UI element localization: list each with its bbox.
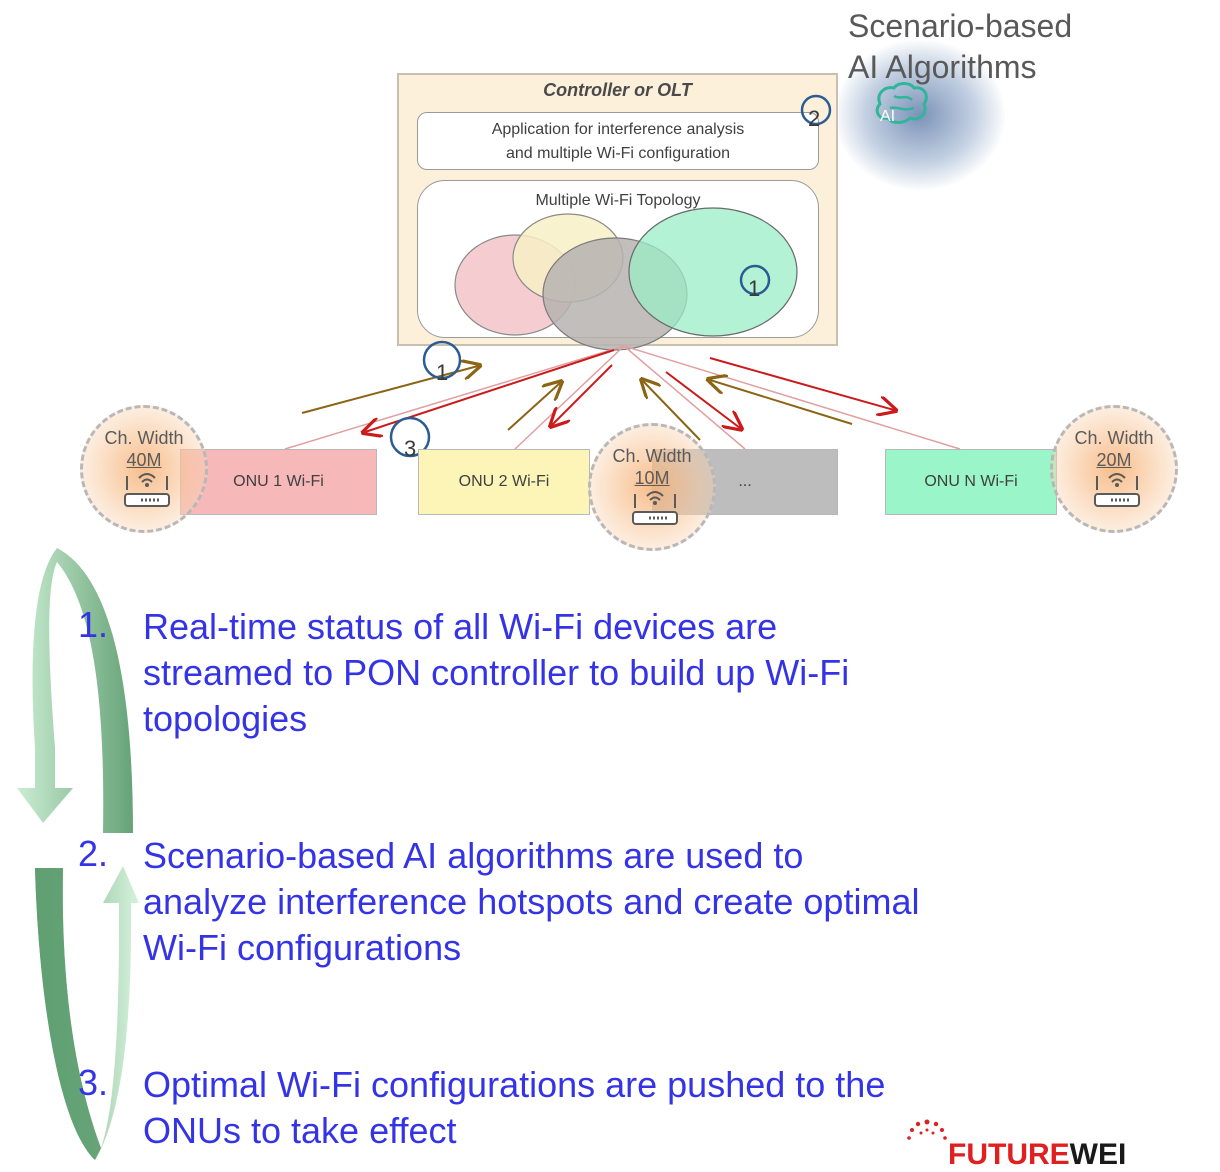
router-icon xyxy=(1094,473,1140,507)
marker-circles xyxy=(389,94,832,458)
step-2-line-3: Wi-Fi configurations xyxy=(143,927,462,968)
step-1-line-3: topologies xyxy=(143,698,308,739)
step-2-line-2: analyze interference hotspots and create… xyxy=(143,881,920,922)
marker-2-label: 2 xyxy=(808,106,821,131)
green-coverage-circle xyxy=(628,207,798,337)
futurewei-logo-mark xyxy=(907,1119,947,1140)
marker-1-arrows-label: 1 xyxy=(436,360,449,385)
upstream-arrows xyxy=(301,366,853,441)
application-line-2: and multiple Wi-Fi configuration xyxy=(505,145,731,162)
marker-circle-3 xyxy=(389,416,431,458)
logo-part-2: WEI xyxy=(1069,1138,1127,1171)
step-2-line-1: Scenario-based AI algorithms are used to xyxy=(143,835,804,876)
channel-badge-10m: Ch. Width 10M xyxy=(588,423,716,551)
step-3-number: 3. xyxy=(78,1062,109,1103)
futurewei-logo-text: FUTUREWEI xyxy=(948,1138,1126,1172)
channel-badge-value: 20M xyxy=(1096,450,1132,470)
ai-icon-text: AI xyxy=(880,108,896,125)
cycle-arrow-top xyxy=(17,548,133,833)
marker-circle-1-topology xyxy=(739,264,771,296)
step-1-line-1: Real-time status of all Wi-Fi devices ar… xyxy=(143,606,778,647)
channel-badge-value: 10M xyxy=(634,468,670,488)
topology-diagram xyxy=(284,94,961,458)
onu-2-box: ONU 2 Wi-Fi xyxy=(418,449,590,515)
step-3-line-1: Optimal Wi-Fi configurations are pushed … xyxy=(143,1064,886,1105)
application-box: Application for interference analysis an… xyxy=(417,112,819,170)
topology-title: Multiple Wi-Fi Topology xyxy=(535,192,701,209)
brain-icon xyxy=(875,82,928,124)
logo-part-1: FUTURE xyxy=(948,1138,1070,1171)
application-line-1: Application for interference analysis xyxy=(491,121,745,138)
step-2-text: Scenario-based AI algorithms are used to… xyxy=(143,833,1203,971)
step-1-line-2: streamed to PON controller to build up W… xyxy=(143,652,850,693)
cycle-arrows xyxy=(17,548,139,1160)
onu-ellipsis-label: ... xyxy=(738,473,752,490)
marker-circle-2 xyxy=(800,94,832,126)
onu-2-label: ONU 2 Wi-Fi xyxy=(458,473,550,490)
onu-1-box: ONU 1 Wi-Fi xyxy=(180,449,377,515)
ai-label-line-2: AI Algorithms xyxy=(848,49,1037,85)
ai-glow xyxy=(835,40,1005,190)
step-1-text: Real-time status of all Wi-Fi devices ar… xyxy=(143,604,1203,742)
marker-circle-1-arrows xyxy=(422,340,462,380)
step-1-number: 1. xyxy=(78,604,109,645)
onu-n-label: ONU N Wi-Fi xyxy=(924,473,1018,490)
channel-badge-40m: Ch. Width 40M xyxy=(80,405,208,533)
router-icon xyxy=(632,491,678,525)
controller-title: Controller or OLT xyxy=(543,80,692,100)
ai-algorithms-label: Scenario-based AI Algorithms xyxy=(848,6,1072,88)
step-3-line-2: ONUs to take effect xyxy=(143,1110,457,1151)
router-icon xyxy=(124,473,170,507)
step-3-text: Optimal Wi-Fi configurations are pushed … xyxy=(143,1062,1203,1154)
ai-label-line-1: Scenario-based xyxy=(848,8,1073,44)
channel-badge-label: Ch. Width xyxy=(1074,428,1154,448)
channel-badge-label: Ch. Width xyxy=(104,428,184,448)
onu-1-label: ONU 1 Wi-Fi xyxy=(233,473,324,490)
channel-badge-20m: Ch. Width 20M xyxy=(1050,405,1178,533)
channel-badge-label: Ch. Width xyxy=(612,446,692,466)
channel-badge-value: 40M xyxy=(126,450,162,470)
marker-3-label: 3 xyxy=(404,436,417,461)
marker-1-topology-label: 1 xyxy=(748,276,761,301)
onu-n-box: ONU N Wi-Fi xyxy=(885,449,1057,515)
step-2-number: 2. xyxy=(78,833,109,874)
